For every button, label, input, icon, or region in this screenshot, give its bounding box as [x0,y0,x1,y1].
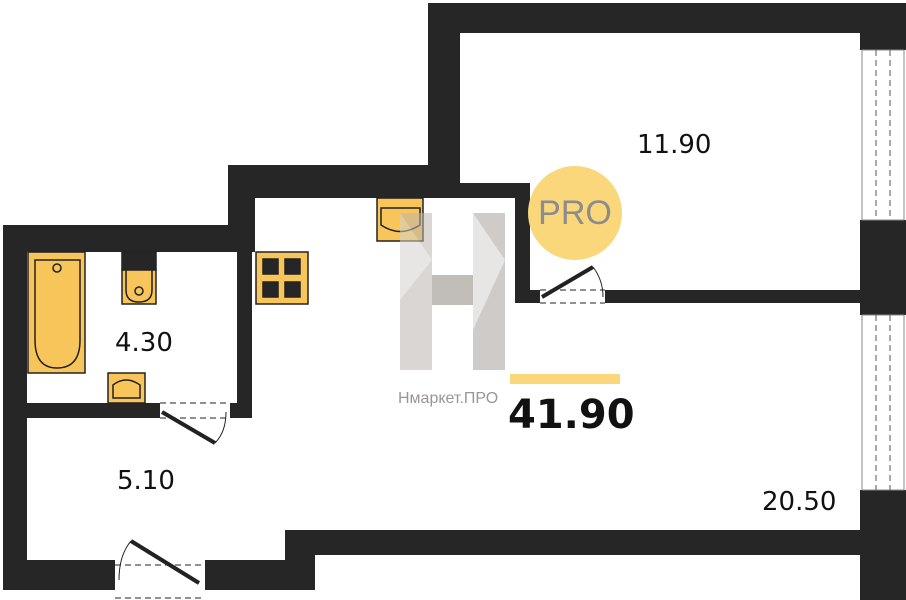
watermark-logo [400,213,505,370]
walls [3,3,906,600]
toilet-tank [121,251,157,271]
room-area-bedroom: 11.90 [637,130,712,160]
total-area: 41.90 [508,392,635,438]
fixtures [27,197,424,404]
windows [861,49,905,491]
doors [115,265,605,599]
watermark-text: Нмаркет.ПРО [398,390,499,407]
room-area-hallway: 5.10 [117,466,175,496]
accent-bar [510,374,620,384]
room-area-kitchen-living: 20.50 [762,487,837,517]
room-area-bathroom: 4.30 [115,328,173,358]
pro-badge: PRO [528,166,622,260]
